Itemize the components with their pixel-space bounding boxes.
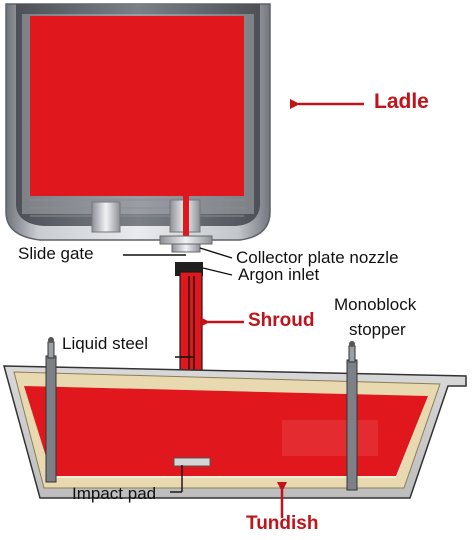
label-monoblock: Monoblock	[334, 295, 417, 314]
label-slide-gate: Slide gate	[18, 244, 94, 263]
ladle	[5, 3, 271, 253]
leader-argon-inlet	[202, 267, 233, 276]
label-tundish: Tundish	[246, 513, 319, 534]
tundish	[3, 337, 467, 499]
ladle-bottom-bricks	[30, 199, 244, 217]
impact-pad	[173, 457, 211, 467]
leader-collector-nozzle	[199, 247, 233, 259]
stopper-right	[346, 341, 358, 491]
label-stopper: stopper	[349, 320, 406, 339]
stopper-left	[45, 337, 57, 483]
slide-gate-plate	[159, 235, 213, 245]
ladle-steel	[30, 16, 244, 196]
label-shroud: Shroud	[248, 310, 315, 331]
label-collector-nozzle: Collector plate nozzle	[236, 248, 399, 267]
collector-nozzle	[171, 243, 201, 253]
leader-lines	[123, 247, 233, 493]
label-ladle: Ladle	[374, 90, 429, 113]
ladle-tap-stream	[183, 196, 189, 236]
label-impact-pad: Impact pad	[72, 484, 157, 503]
ladle-well-block-left	[91, 201, 121, 233]
label-argon-inlet: Argon inlet	[238, 265, 320, 284]
label-liquid-steel: Liquid steel	[62, 334, 149, 353]
tundish-steel-highlight	[282, 420, 378, 456]
red-arrows	[200, 99, 364, 518]
